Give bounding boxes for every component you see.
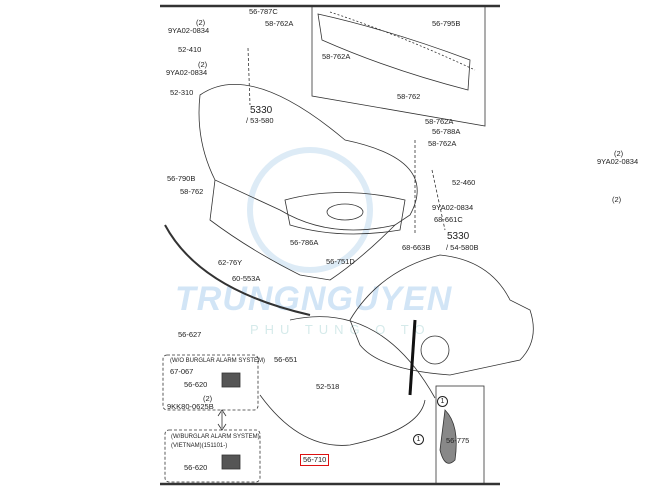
cable-56-710 [259, 394, 426, 446]
cable-56-651 [289, 316, 436, 399]
part-label: 52-410 [178, 45, 202, 54]
part-label: 56-790B [167, 174, 196, 183]
weatherstrip-56-795B [317, 13, 471, 91]
hood-inner [209, 179, 396, 281]
part-label: 56-620 [184, 463, 208, 472]
part-label: 56-651 [274, 355, 298, 364]
part-label: 56-787C [249, 7, 278, 16]
hood-latch-area [326, 203, 364, 221]
part-label: 58-762A [428, 139, 457, 148]
latch-56-620 [221, 372, 241, 388]
part-label: 56-786A [290, 238, 319, 247]
wo-alarm-box [162, 354, 259, 411]
part-label: 56-620 [184, 380, 208, 389]
part-56-775-box [435, 385, 485, 485]
part-label: 52-310 [170, 88, 194, 97]
latch-56-620-alarm [221, 454, 241, 470]
part-label: (VIETNAM)(151101-) [171, 443, 228, 449]
part-label: (2) [614, 149, 624, 158]
hood-52-310 [198, 83, 418, 231]
seal-62-76Y [164, 224, 311, 316]
part-label: 68-663B [402, 243, 431, 252]
part-label: 5330 [447, 231, 470, 242]
watermark-logo [247, 147, 373, 273]
part-label: 52-518 [316, 382, 340, 391]
part-56-775 [439, 409, 457, 464]
part-label: 58-762A [425, 117, 454, 126]
watermark-brand: TRUNGNGUYEN [175, 280, 453, 318]
part-label: (2) [198, 60, 208, 69]
watermark-sub: PHU TUNG O TO [250, 322, 431, 337]
part-label: 56-775 [446, 436, 470, 445]
part-label: 9YA02-0834 [166, 68, 208, 77]
part-label: (2) [196, 18, 206, 27]
part-label: 5330 [250, 105, 273, 116]
part-label: 56-795B [432, 19, 461, 28]
part-label: 9YA02-0834 [597, 157, 639, 166]
weatherstrip-box [311, 6, 486, 127]
part-label: 56-710 [300, 454, 330, 466]
part-label: 58-762 [397, 92, 421, 101]
part-label: 52-460 [452, 178, 476, 187]
part-label: 58-762A [265, 19, 294, 28]
part-label: (2) [612, 195, 622, 204]
part-label: 60-553A [232, 274, 261, 283]
part-label: / 54-580B [446, 243, 479, 252]
part-label: 56-788A [432, 127, 461, 136]
part-label: 58-762 [180, 187, 204, 196]
part-label: 56-751D [326, 257, 355, 266]
reference-number: 1 [413, 434, 424, 445]
part-label: (W/BURGLAR ALARM SYSTEM) [171, 434, 260, 440]
part-label: (2) [203, 394, 213, 403]
part-label: (W/O BURGLAR ALARM SYSTEM) [170, 358, 266, 364]
reference-number: 1 [437, 396, 448, 407]
part-label: 9YA02-0834 [432, 203, 474, 212]
part-label: / 53-580 [246, 116, 274, 125]
part-label: 56-627 [178, 330, 202, 339]
w-alarm-box [164, 429, 261, 483]
part-label: 58-762A [322, 52, 351, 61]
part-label: 9KK80-0625B [167, 402, 214, 411]
part-label: 68-661C [434, 215, 463, 224]
part-label: 9YA02-0834 [168, 26, 210, 35]
part-label: 67-067 [170, 367, 194, 376]
part-label: 62-76Y [218, 258, 243, 267]
swap-arrow [217, 409, 227, 431]
car-front [349, 254, 534, 376]
